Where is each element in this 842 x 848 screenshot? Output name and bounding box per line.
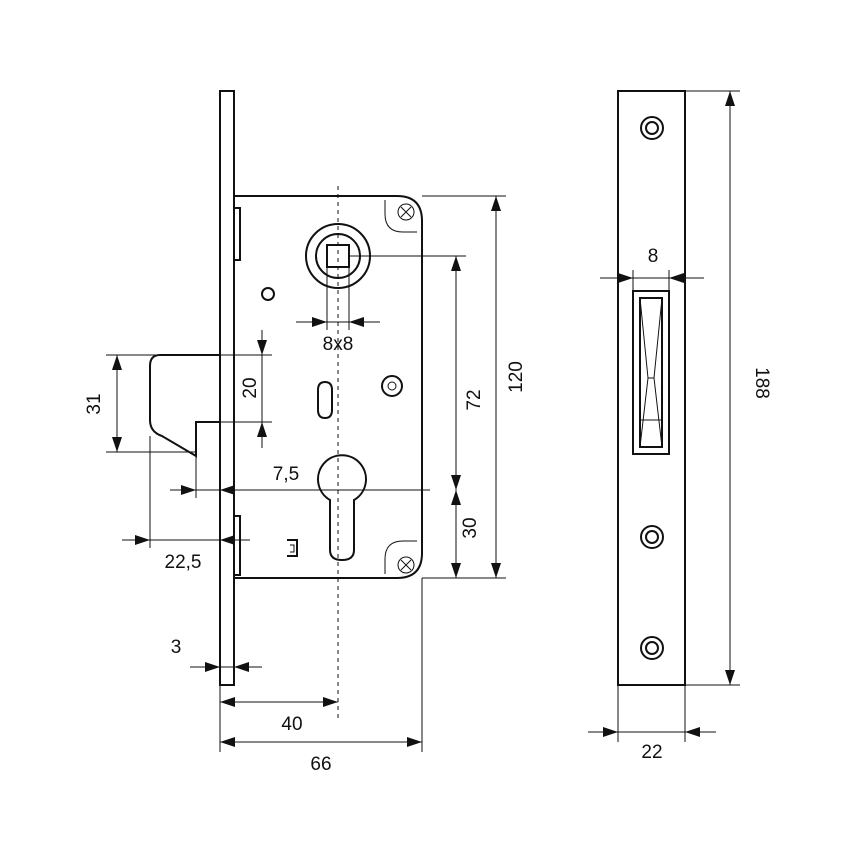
spindle-square-hole bbox=[326, 244, 350, 268]
mortise-lock-side-view bbox=[149, 90, 423, 720]
front-dimension-lines bbox=[588, 90, 740, 742]
label-backset-cyl: 7,5 bbox=[273, 464, 299, 485]
label-backset: 40 bbox=[281, 714, 302, 735]
faceplate-upper-clip bbox=[234, 207, 241, 261]
faceplate-front bbox=[617, 90, 686, 686]
label-latch-offset: 20 bbox=[240, 377, 261, 398]
faceplate-lower-clip bbox=[234, 515, 241, 576]
fixing-hole bbox=[261, 287, 275, 301]
faceplate-screw-middle-icon bbox=[640, 525, 664, 549]
label-slot-width: 8 bbox=[648, 246, 659, 267]
slotted-cam bbox=[317, 380, 333, 420]
euro-cylinder-cutout bbox=[317, 454, 367, 562]
faceplate-screw-top-icon bbox=[640, 116, 664, 140]
label-spindle-square: 8x8 bbox=[323, 334, 354, 355]
faceplate bbox=[219, 90, 235, 686]
top-corner-boss bbox=[384, 200, 417, 233]
bottom-corner-boss bbox=[384, 540, 417, 574]
faceplate-front-view bbox=[617, 90, 686, 686]
latch-slot bbox=[632, 290, 670, 455]
latch-bolt bbox=[149, 354, 220, 458]
label-faceplate-width: 22 bbox=[641, 742, 662, 763]
dimension-lines bbox=[106, 195, 506, 752]
label-latch-projection: 22,5 bbox=[165, 552, 202, 573]
bracket-mark bbox=[287, 539, 298, 557]
label-case-height: 120 bbox=[506, 361, 527, 393]
label-latch-height: 31 bbox=[84, 393, 105, 414]
label-case-depth: 66 bbox=[310, 754, 331, 775]
lock-case bbox=[234, 195, 423, 579]
label-faceplate-length: 188 bbox=[751, 367, 772, 399]
label-cylinder-below: 30 bbox=[460, 517, 481, 538]
label-faceplate-thickness: 3 bbox=[171, 637, 182, 658]
bottom-screw-icon bbox=[397, 556, 415, 574]
label-centre-distance: 72 bbox=[464, 389, 485, 410]
faceplate-screw-bottom-icon bbox=[640, 636, 664, 660]
case-screw-icon bbox=[381, 375, 403, 397]
top-screw-icon bbox=[397, 203, 415, 221]
